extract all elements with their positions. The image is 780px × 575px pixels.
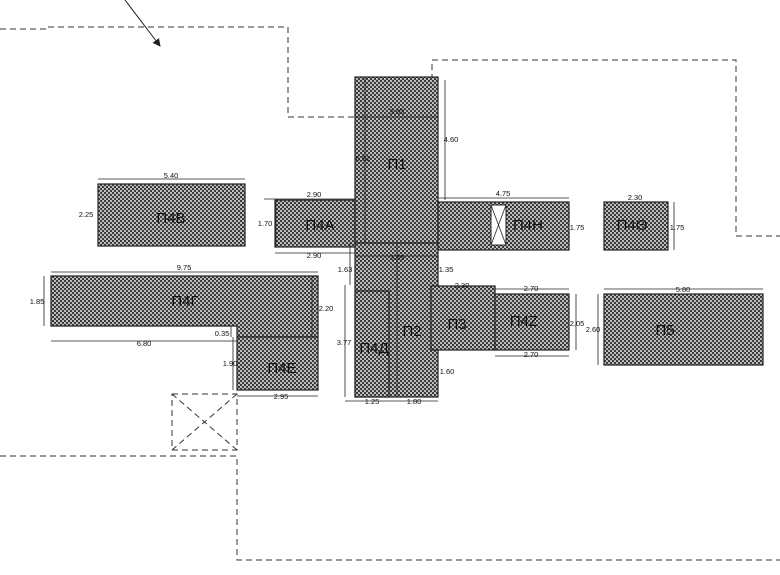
room-label-p4h: П4Н bbox=[513, 217, 543, 234]
dim-label-p4z-top: 2.70 bbox=[524, 284, 539, 293]
dim-label-p4theta-width: 2.30 bbox=[628, 193, 643, 202]
dim-label-p5-width: 5.80 bbox=[676, 285, 691, 294]
dim-label-p4g-step: 0.35 bbox=[215, 329, 230, 338]
dim-label-p4d-width: 1.25 bbox=[365, 397, 380, 406]
dashed-box-cross-2 bbox=[171, 393, 238, 451]
dashed-box bbox=[171, 393, 238, 451]
dim-label-p1-p2-gap: 1.63 bbox=[338, 265, 353, 274]
dim-label-p4d-height: 3.77 bbox=[337, 338, 352, 347]
dim-label-p1-inner: 6.52 bbox=[356, 154, 371, 163]
dim-label-p5-height: 2.60 bbox=[586, 325, 601, 334]
dim-label-p4theta-height: 1.75 bbox=[670, 223, 685, 232]
dim-label-p2-p4h-gap: 1.35 bbox=[439, 265, 454, 274]
dim-label-p4e-width: 2.95 bbox=[274, 392, 289, 401]
room-label-p4z: П4Z bbox=[510, 313, 538, 330]
dim-label-p2-bottom: 1.80 bbox=[407, 397, 422, 406]
dim-label-p1-width: 3.65 bbox=[390, 107, 405, 116]
room-p4theta bbox=[603, 201, 669, 251]
dim-label-p4a-top: 2.90 bbox=[307, 190, 322, 199]
boundary-top-right bbox=[431, 59, 780, 237]
boundary-bottom bbox=[0, 455, 780, 561]
dim-label-p4a-bottom: 2.90 bbox=[307, 251, 322, 260]
room-p4a bbox=[274, 199, 356, 248]
dim-label-p4g-width: 9.75 bbox=[177, 263, 192, 272]
dim-label-p4g-right: 2.20 bbox=[319, 304, 334, 313]
dim-label-p4e-height: 1.90 bbox=[223, 359, 238, 368]
dim-label-p1-height: 4.60 bbox=[444, 135, 459, 144]
room-label-p1: П1 bbox=[387, 156, 406, 173]
dim-label-p2-width: 3.65 bbox=[390, 253, 405, 262]
room-label-p4g: П4Г bbox=[171, 293, 198, 310]
dim-label-p4h-width: 4.75 bbox=[496, 189, 511, 198]
dim-label-p4z-height: 2.05 bbox=[570, 319, 585, 328]
room-p5 bbox=[603, 293, 764, 366]
window-icon-cross-2 bbox=[490, 204, 507, 246]
dim-label-p4g-left: 1.85 bbox=[30, 297, 45, 306]
room-p4e bbox=[236, 336, 319, 391]
room-label-p4b: П4В bbox=[156, 210, 185, 227]
dim-label-p4g-bottom: 6.80 bbox=[137, 339, 152, 348]
north-arrow-icon bbox=[124, 0, 161, 47]
dim-label-p3-height: 1.60 bbox=[440, 367, 455, 376]
room-label-p4e: П4Е bbox=[267, 360, 296, 377]
room-label-p2: П2 bbox=[402, 323, 421, 340]
room-label-p3: П3 bbox=[447, 316, 466, 333]
room-p4z bbox=[494, 293, 570, 351]
room-p4b bbox=[97, 183, 246, 247]
room-label-p5: П5 bbox=[655, 322, 674, 339]
room-label-p4a: П4А bbox=[305, 217, 334, 234]
room-label-p4theta: П4Θ bbox=[617, 217, 648, 234]
dim-label-p3-width: 2.30 bbox=[455, 281, 470, 290]
room-p4d bbox=[354, 290, 390, 398]
boundary-top-left bbox=[0, 26, 355, 118]
dim-label-p4b-width: 5.40 bbox=[164, 171, 179, 180]
dim-label-p4a-height: 1.70 bbox=[258, 219, 273, 228]
dim-label-p4z-bottom: 2.70 bbox=[524, 350, 539, 359]
room-p1 bbox=[354, 76, 439, 244]
dim-label-p4h-height: 1.75 bbox=[570, 223, 585, 232]
room-label-p4d: П4Д bbox=[359, 340, 388, 357]
dim-label-p4b-height: 2.25 bbox=[79, 210, 94, 219]
